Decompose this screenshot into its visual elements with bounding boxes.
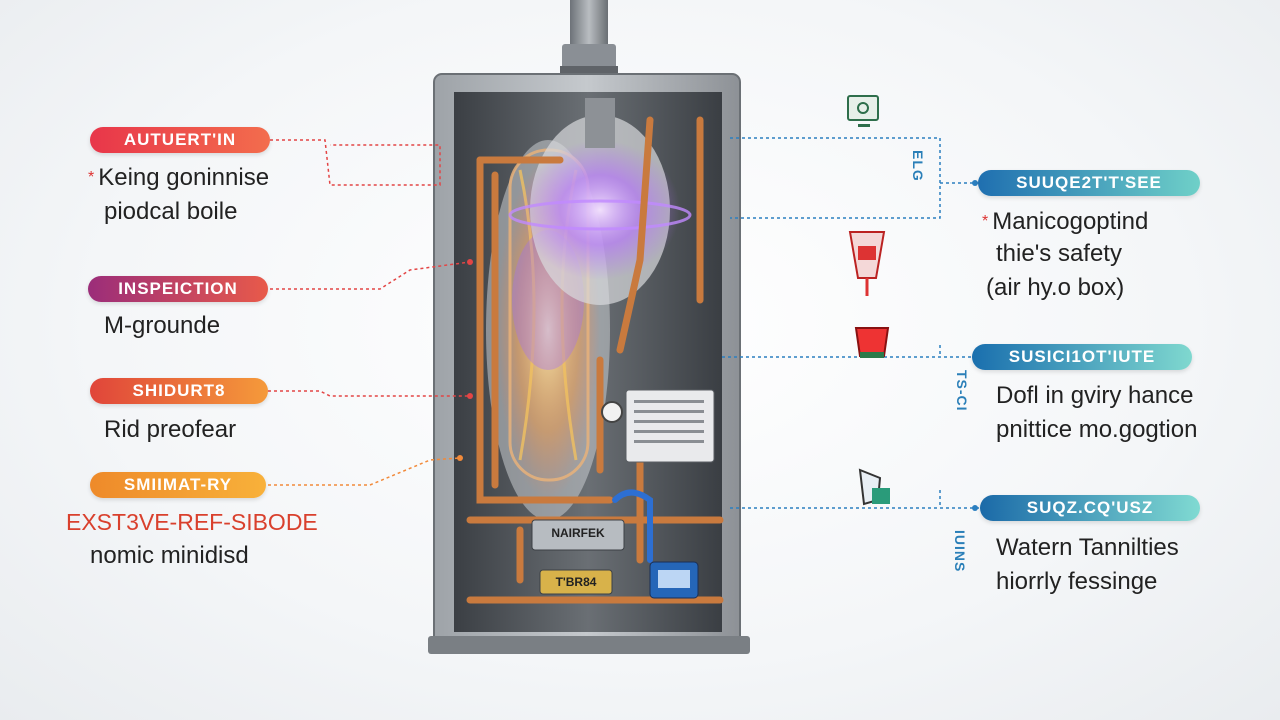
callout-left-3-line-1: Rid preofear [104, 416, 237, 443]
fan-module [539, 569, 613, 595]
callout-right-3-line-1: Watern Tannilties [996, 534, 1179, 561]
callout-right-2-line-2: pnittice mo.gogtion [996, 416, 1198, 443]
connector-left-1 [270, 139, 441, 186]
callout-right-3-line-2: hiorrly fessinge [996, 568, 1158, 595]
callout-left-1-label: AUTUERT'IN [90, 127, 270, 153]
callout-right-3-label: SUQZ.CQ'USZ [980, 495, 1200, 521]
callout-left-3-label: SHIDURT8 [90, 378, 268, 404]
flue-collar [562, 44, 616, 72]
connector-left-3 [268, 390, 470, 397]
callout-left-2-label: INSPEICTION [88, 276, 268, 302]
connector-right-2 [722, 345, 975, 358]
flue-pipe [570, 0, 608, 50]
callout-right-2-line-1: Dofl in gviry hance [996, 382, 1194, 409]
control-panel [625, 389, 715, 463]
callout-right-2-label: SUSICI1OT'IUTE [972, 344, 1192, 370]
callout-right-1-text-1: Manicogoptind [992, 208, 1149, 235]
callout-left-1-line-1: *Keing goninnise [88, 164, 270, 191]
callout-right-1-vertical-tag: ELG [910, 150, 926, 182]
callout-left-4-line-2: nomic minidisd [90, 542, 249, 569]
callout-left-1-line-2: piodcal boile [104, 198, 238, 225]
callout-left-4-label: SMIIMAT-RY [90, 472, 266, 498]
gas-valve-module [531, 519, 625, 551]
flask-icon [848, 231, 886, 296]
callout-right-1-line-1: *Manicogoptind [982, 208, 1149, 235]
callout-right-1-line-3: (air hy.o box) [986, 274, 1125, 301]
water-tap-icon [858, 468, 890, 506]
monitor-icon [847, 95, 879, 127]
callout-right-1-label: SUUQE2T'T'SEE [978, 170, 1200, 196]
callout-right-1-line-2: thie's safety [996, 240, 1122, 267]
connector-right-3 [730, 490, 980, 509]
connector-left-4 [268, 457, 461, 486]
module-plate-bottom: T'BR84 [555, 575, 597, 589]
bucket-icon [854, 327, 890, 358]
pressure-gauge [601, 401, 623, 423]
callout-left-2-line-1: M-grounde [104, 312, 221, 339]
callout-right-2-vertical-tag: TS-CI [954, 370, 970, 412]
module-plate-top: NAIRFEK [551, 526, 605, 540]
connector-right-1 [730, 137, 980, 219]
connector-left-2 [270, 261, 471, 290]
copper-piping [466, 116, 724, 604]
callout-left-1-text-1: Keing goninnise [98, 164, 270, 191]
callout-right-3-vertical-tag: IUINS [952, 530, 968, 573]
callout-left-4-line-1: EXST3VE-REF-SIBODE [66, 509, 318, 535]
